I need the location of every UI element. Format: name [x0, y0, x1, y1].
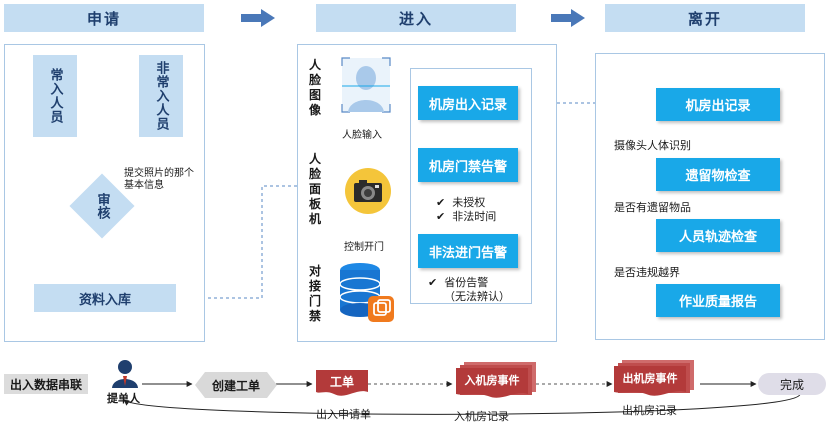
check-unrecognized: （无法辨认） — [444, 290, 510, 303]
leave-note-boundary: 是否违规越界 — [614, 266, 680, 279]
arrow-right-icon — [241, 9, 275, 27]
record-access-alarm: 机房门禁告警 — [418, 148, 518, 182]
door-control-label: 控制开门 — [344, 242, 384, 253]
leave-step-trajectory-check: 人员轨迹检查 — [656, 219, 780, 252]
records-column — [410, 68, 532, 304]
header-leave: 离开 — [605, 4, 805, 32]
user-icon — [112, 360, 138, 388]
enter-event-doc-icon — [456, 362, 536, 398]
record-entry-exit: 机房出入记录 — [418, 86, 518, 120]
review-diamond: 审核 — [69, 173, 135, 239]
record-illegal-entry: 非法进门告警 — [418, 234, 518, 268]
leave-note-leftover: 是否有遗留物品 — [614, 201, 691, 214]
regular-staff-box: 常入人员 — [33, 55, 77, 137]
header-apply: 申请 — [4, 4, 204, 32]
face-input-label: 人脸输入 — [342, 130, 382, 141]
exit-event-label: 出机房事件 — [622, 372, 678, 385]
header-enter: 进入 — [316, 4, 516, 32]
bottom-title: 出入数据串联 — [4, 374, 88, 394]
face-image-label: 人脸图像 — [308, 58, 321, 117]
leave-step-quality-report: 作业质量报告 — [656, 284, 780, 317]
create-ticket-label: 创建工单 — [211, 378, 260, 393]
camera-icon — [345, 168, 391, 214]
leave-step-leftover-check: 遗留物检查 — [656, 158, 780, 191]
leave-note-camera: 摄像头人体识别 — [614, 139, 691, 152]
ticket-caption: 出入申请单 — [316, 408, 371, 421]
check-illegal-time: ✔ 非法时间 — [436, 210, 497, 223]
done-pill: 完成 — [758, 373, 826, 395]
ticket-doc-icon — [316, 370, 368, 396]
create-ticket-shape — [195, 372, 277, 398]
archive-box: 资料入库 — [34, 284, 176, 312]
face-panel-label: 人脸面板机 — [308, 152, 321, 226]
leave-step-exit-record: 机房出记录 — [656, 88, 780, 121]
docking-label: 对接门禁 — [308, 264, 321, 323]
check-unauthorized: ✔ 未授权 — [436, 196, 486, 209]
irregular-staff-box: 非常入人员 — [139, 55, 183, 137]
review-note: 提交照片的那个基本信息 — [124, 168, 194, 191]
enter-event-caption: 入机房记录 — [454, 410, 509, 423]
submitter-label: 提单人 — [107, 392, 140, 405]
face-scan-icon — [341, 57, 391, 113]
database-icon — [339, 263, 394, 322]
check-province-alarm: ✔ 省份告警 — [428, 276, 489, 289]
ticket-label: 工单 — [329, 374, 354, 389]
enter-event-label: 入机房事件 — [464, 374, 520, 387]
exit-event-doc-icon — [614, 360, 694, 396]
exit-event-caption: 出机房记录 — [622, 404, 677, 417]
arrow-right-icon — [551, 9, 585, 27]
